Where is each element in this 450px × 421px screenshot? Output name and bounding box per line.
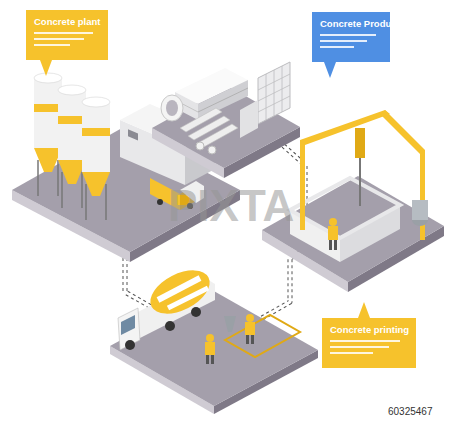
placeholder-line — [34, 32, 93, 34]
placeholder-line — [320, 46, 354, 48]
placeholder-line — [330, 346, 389, 348]
placeholder-line — [330, 340, 400, 342]
callout-pointer — [40, 60, 52, 76]
watermark: PIXTA — [168, 182, 294, 230]
callout-box: Concrete plant — [26, 10, 108, 60]
placeholder-line — [34, 38, 84, 40]
callout-pointer — [324, 62, 336, 78]
placeholder-line — [320, 34, 376, 36]
placeholder-line — [34, 44, 70, 46]
callout-box: Concrete Products — [312, 12, 390, 62]
callout-title: Concrete Products — [320, 18, 382, 30]
callout-title: Concrete printing — [330, 324, 408, 336]
placeholder-line — [330, 352, 373, 354]
callout-box: Concrete printing — [322, 318, 416, 368]
placeholder-line — [320, 40, 367, 42]
image-id: 60325467 — [388, 406, 433, 417]
callout-title: Concrete plant — [34, 16, 100, 28]
callout-pointer — [358, 302, 370, 318]
products-platform — [152, 62, 300, 178]
mixer-platform — [110, 261, 318, 414]
